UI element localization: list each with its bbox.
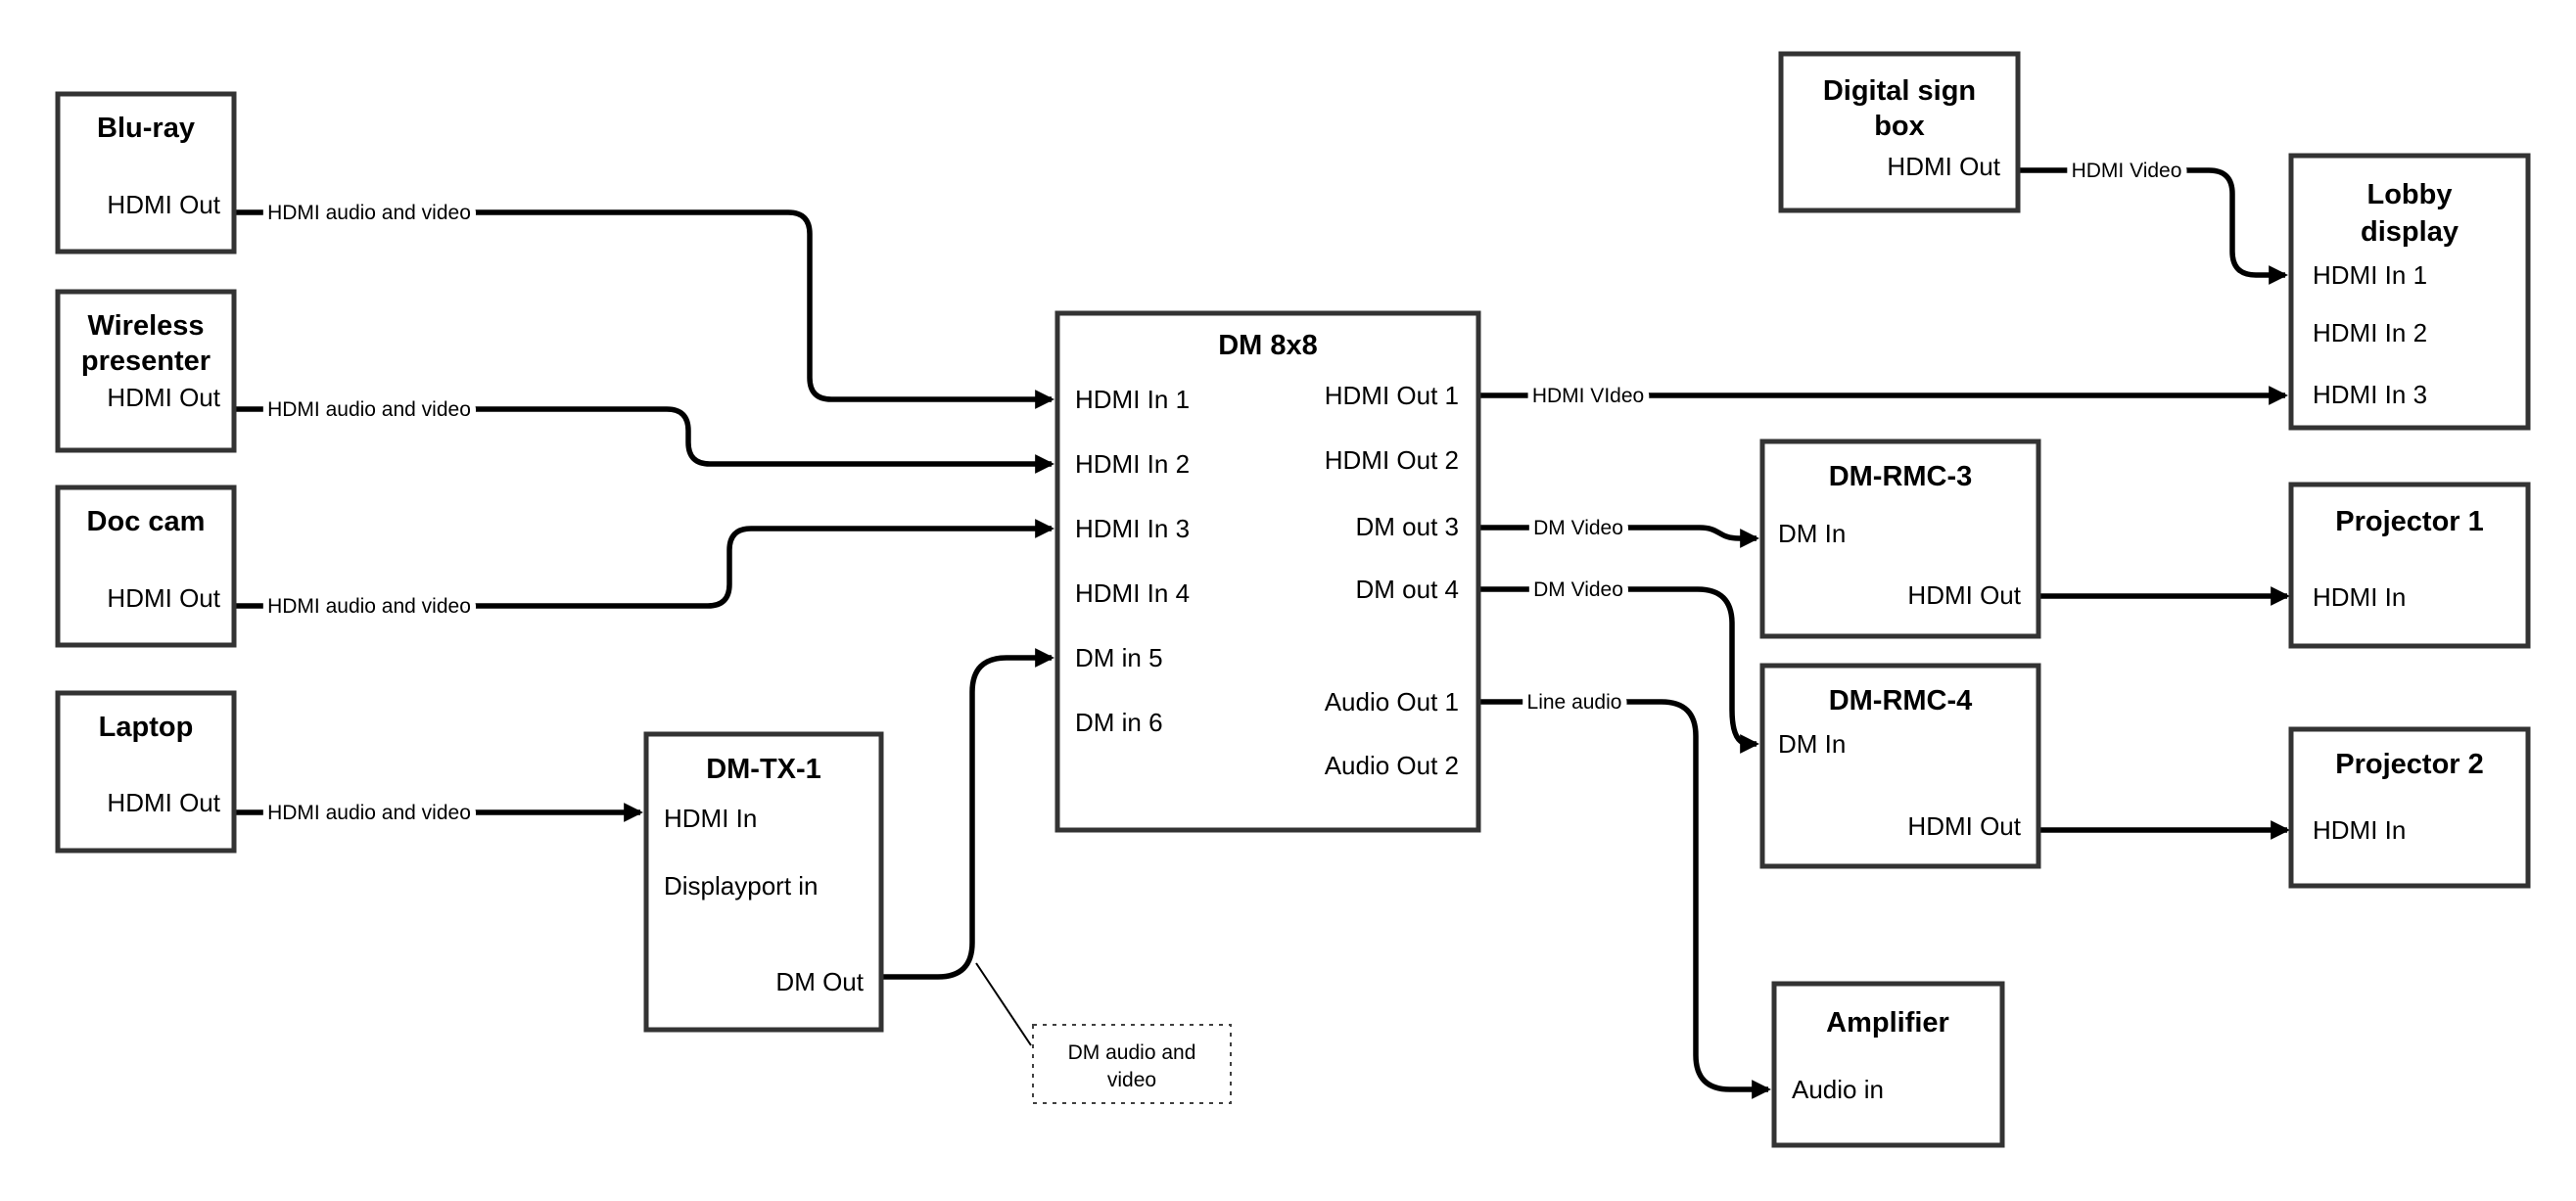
dm-8x8-port-dm-in-6: DM in 6 bbox=[1075, 708, 1163, 737]
dm-8x8-box bbox=[1054, 310, 1481, 833]
dm-8x8-port-dm-in-5: DM in 5 bbox=[1075, 643, 1163, 672]
lobby-display-port-hdmi-in-1: HDMI In 1 bbox=[2313, 260, 2427, 290]
label-bluray-link: HDMI audio and video bbox=[267, 202, 471, 224]
dm-tx-1-title: DM-TX-1 bbox=[706, 754, 821, 785]
dm-rmc-4-box bbox=[1759, 663, 2041, 869]
dm-rmc-4-title: DM-RMC-4 bbox=[1829, 685, 1973, 716]
dm-8x8-title: DM 8x8 bbox=[1218, 330, 1318, 361]
wireless-presenter-title-line2: presenter bbox=[81, 346, 211, 377]
lobby-display-port-hdmi-in-2: HDMI In 2 bbox=[2313, 318, 2427, 347]
wire-wireless-to-hdmi-in-2 bbox=[234, 406, 1054, 474]
wire-audio-out-1-to-amplifier bbox=[1478, 699, 1771, 1099]
amplifier-box bbox=[1771, 981, 2005, 1148]
amplifier-title: Amplifier bbox=[1826, 1007, 1949, 1039]
dm-8x8-port-hdmi-out-1: HDMI Out 1 bbox=[1325, 381, 1459, 410]
callout-text-line2: video bbox=[1107, 1069, 1156, 1091]
doc-cam-box bbox=[55, 485, 237, 648]
laptop-port-hdmi-out: HDMI Out bbox=[107, 788, 220, 817]
dm-tx-1-port-dm-out: DM Out bbox=[775, 967, 864, 996]
dm-tx-1-port-displayport-in: Displayport in bbox=[664, 871, 819, 901]
lobby-display-port-hdmi-in-3: HDMI In 3 bbox=[2313, 380, 2427, 409]
callout-text-line1: DM audio and bbox=[1068, 1041, 1196, 1064]
digital-sign-title-line2: box bbox=[1874, 111, 1925, 142]
doc-cam-title: Doc cam bbox=[87, 506, 206, 537]
laptop-box bbox=[55, 690, 237, 854]
blu-ray-title: Blu-ray bbox=[97, 113, 195, 144]
amplifier-port-audio-in: Audio in bbox=[1792, 1075, 1884, 1104]
wireless-presenter-title-line1: Wireless bbox=[87, 310, 204, 342]
dm-rmc-4-port-hdmi-out: HDMI Out bbox=[1907, 811, 2021, 841]
dm-rmc-3-port-hdmi-out: HDMI Out bbox=[1907, 580, 2021, 610]
dm-8x8-port-audio-out-2: Audio Out 2 bbox=[1325, 751, 1459, 780]
wire-doccam-to-hdmi-in-3 bbox=[234, 519, 1054, 609]
dm-rmc-3-port-dm-in: DM In bbox=[1778, 519, 1846, 548]
dm-rmc-3-box bbox=[1759, 439, 2041, 639]
projector-2-port-hdmi-in: HDMI In bbox=[2313, 815, 2406, 845]
digital-sign-box bbox=[1778, 51, 2021, 213]
label-hdmi-out-1-link: HDMI VIdeo bbox=[1532, 385, 1644, 407]
wireless-presenter-box bbox=[55, 289, 237, 453]
projector-2-box bbox=[2288, 726, 2531, 889]
projector-1-box bbox=[2288, 482, 2531, 649]
label-audio-out-1-link: Line audio bbox=[1527, 691, 1622, 714]
label-laptop-link: HDMI audio and video bbox=[267, 802, 471, 824]
label-wireless-link: HDMI audio and video bbox=[267, 398, 471, 421]
dm-tx-1-box bbox=[643, 731, 884, 1033]
dm-rmc-3-title: DM-RMC-3 bbox=[1829, 461, 1973, 492]
dm-tx-1-port-hdmi-in: HDMI In bbox=[664, 804, 757, 833]
projector-2-title: Projector 2 bbox=[2335, 749, 2484, 780]
lobby-display-title-line1: Lobby bbox=[2367, 179, 2453, 210]
wire-dm-out-3-to-rmc3 bbox=[1478, 525, 1759, 548]
dm-rmc-4-port-dm-in: DM In bbox=[1778, 729, 1846, 759]
wire-digital-sign-to-lobby-in-1 bbox=[2018, 167, 2288, 285]
dm-8x8-port-hdmi-in-1: HDMI In 1 bbox=[1075, 385, 1190, 414]
blu-ray-box bbox=[55, 91, 237, 254]
wire-dm-tx-1-to-dm-in-5 bbox=[881, 648, 1054, 980]
doc-cam-port-hdmi-out: HDMI Out bbox=[107, 583, 220, 613]
wire-dm-out-4-to-rmc4 bbox=[1478, 586, 1759, 754]
label-digital-sign-link: HDMI Video bbox=[2072, 160, 2182, 182]
callout-leader-line bbox=[975, 962, 1032, 1046]
label-dm-out-3-link: DM Video bbox=[1533, 517, 1623, 539]
dm-8x8-port-hdmi-in-4: HDMI In 4 bbox=[1075, 578, 1190, 608]
callout-box bbox=[1032, 1024, 1232, 1104]
digital-sign-port-hdmi-out: HDMI Out bbox=[1887, 152, 2000, 181]
label-doccam-link: HDMI audio and video bbox=[267, 595, 471, 618]
lobby-display-title-line2: display bbox=[2361, 216, 2459, 248]
dm-8x8-port-hdmi-in-2: HDMI In 2 bbox=[1075, 449, 1190, 479]
projector-1-port-hdmi-in: HDMI In bbox=[2313, 582, 2406, 612]
label-dm-out-4-link: DM Video bbox=[1533, 578, 1623, 601]
dm-8x8-port-dm-out-3: DM out 3 bbox=[1356, 512, 1460, 541]
blu-ray-port-hdmi-out: HDMI Out bbox=[107, 190, 220, 219]
dm-8x8-port-dm-out-4: DM out 4 bbox=[1356, 575, 1460, 604]
digital-sign-title-line1: Digital sign bbox=[1823, 75, 1976, 107]
laptop-title: Laptop bbox=[99, 712, 194, 743]
wire-bluray-to-hdmi-in-1 bbox=[234, 209, 1054, 409]
dm-8x8-port-hdmi-out-2: HDMI Out 2 bbox=[1325, 445, 1459, 475]
dm-8x8-port-audio-out-1: Audio Out 1 bbox=[1325, 687, 1459, 716]
projector-1-title: Projector 1 bbox=[2335, 506, 2484, 537]
dm-8x8-port-hdmi-in-3: HDMI In 3 bbox=[1075, 514, 1190, 543]
wireless-presenter-port-hdmi-out: HDMI Out bbox=[107, 383, 220, 412]
lobby-display-box bbox=[2288, 153, 2531, 431]
